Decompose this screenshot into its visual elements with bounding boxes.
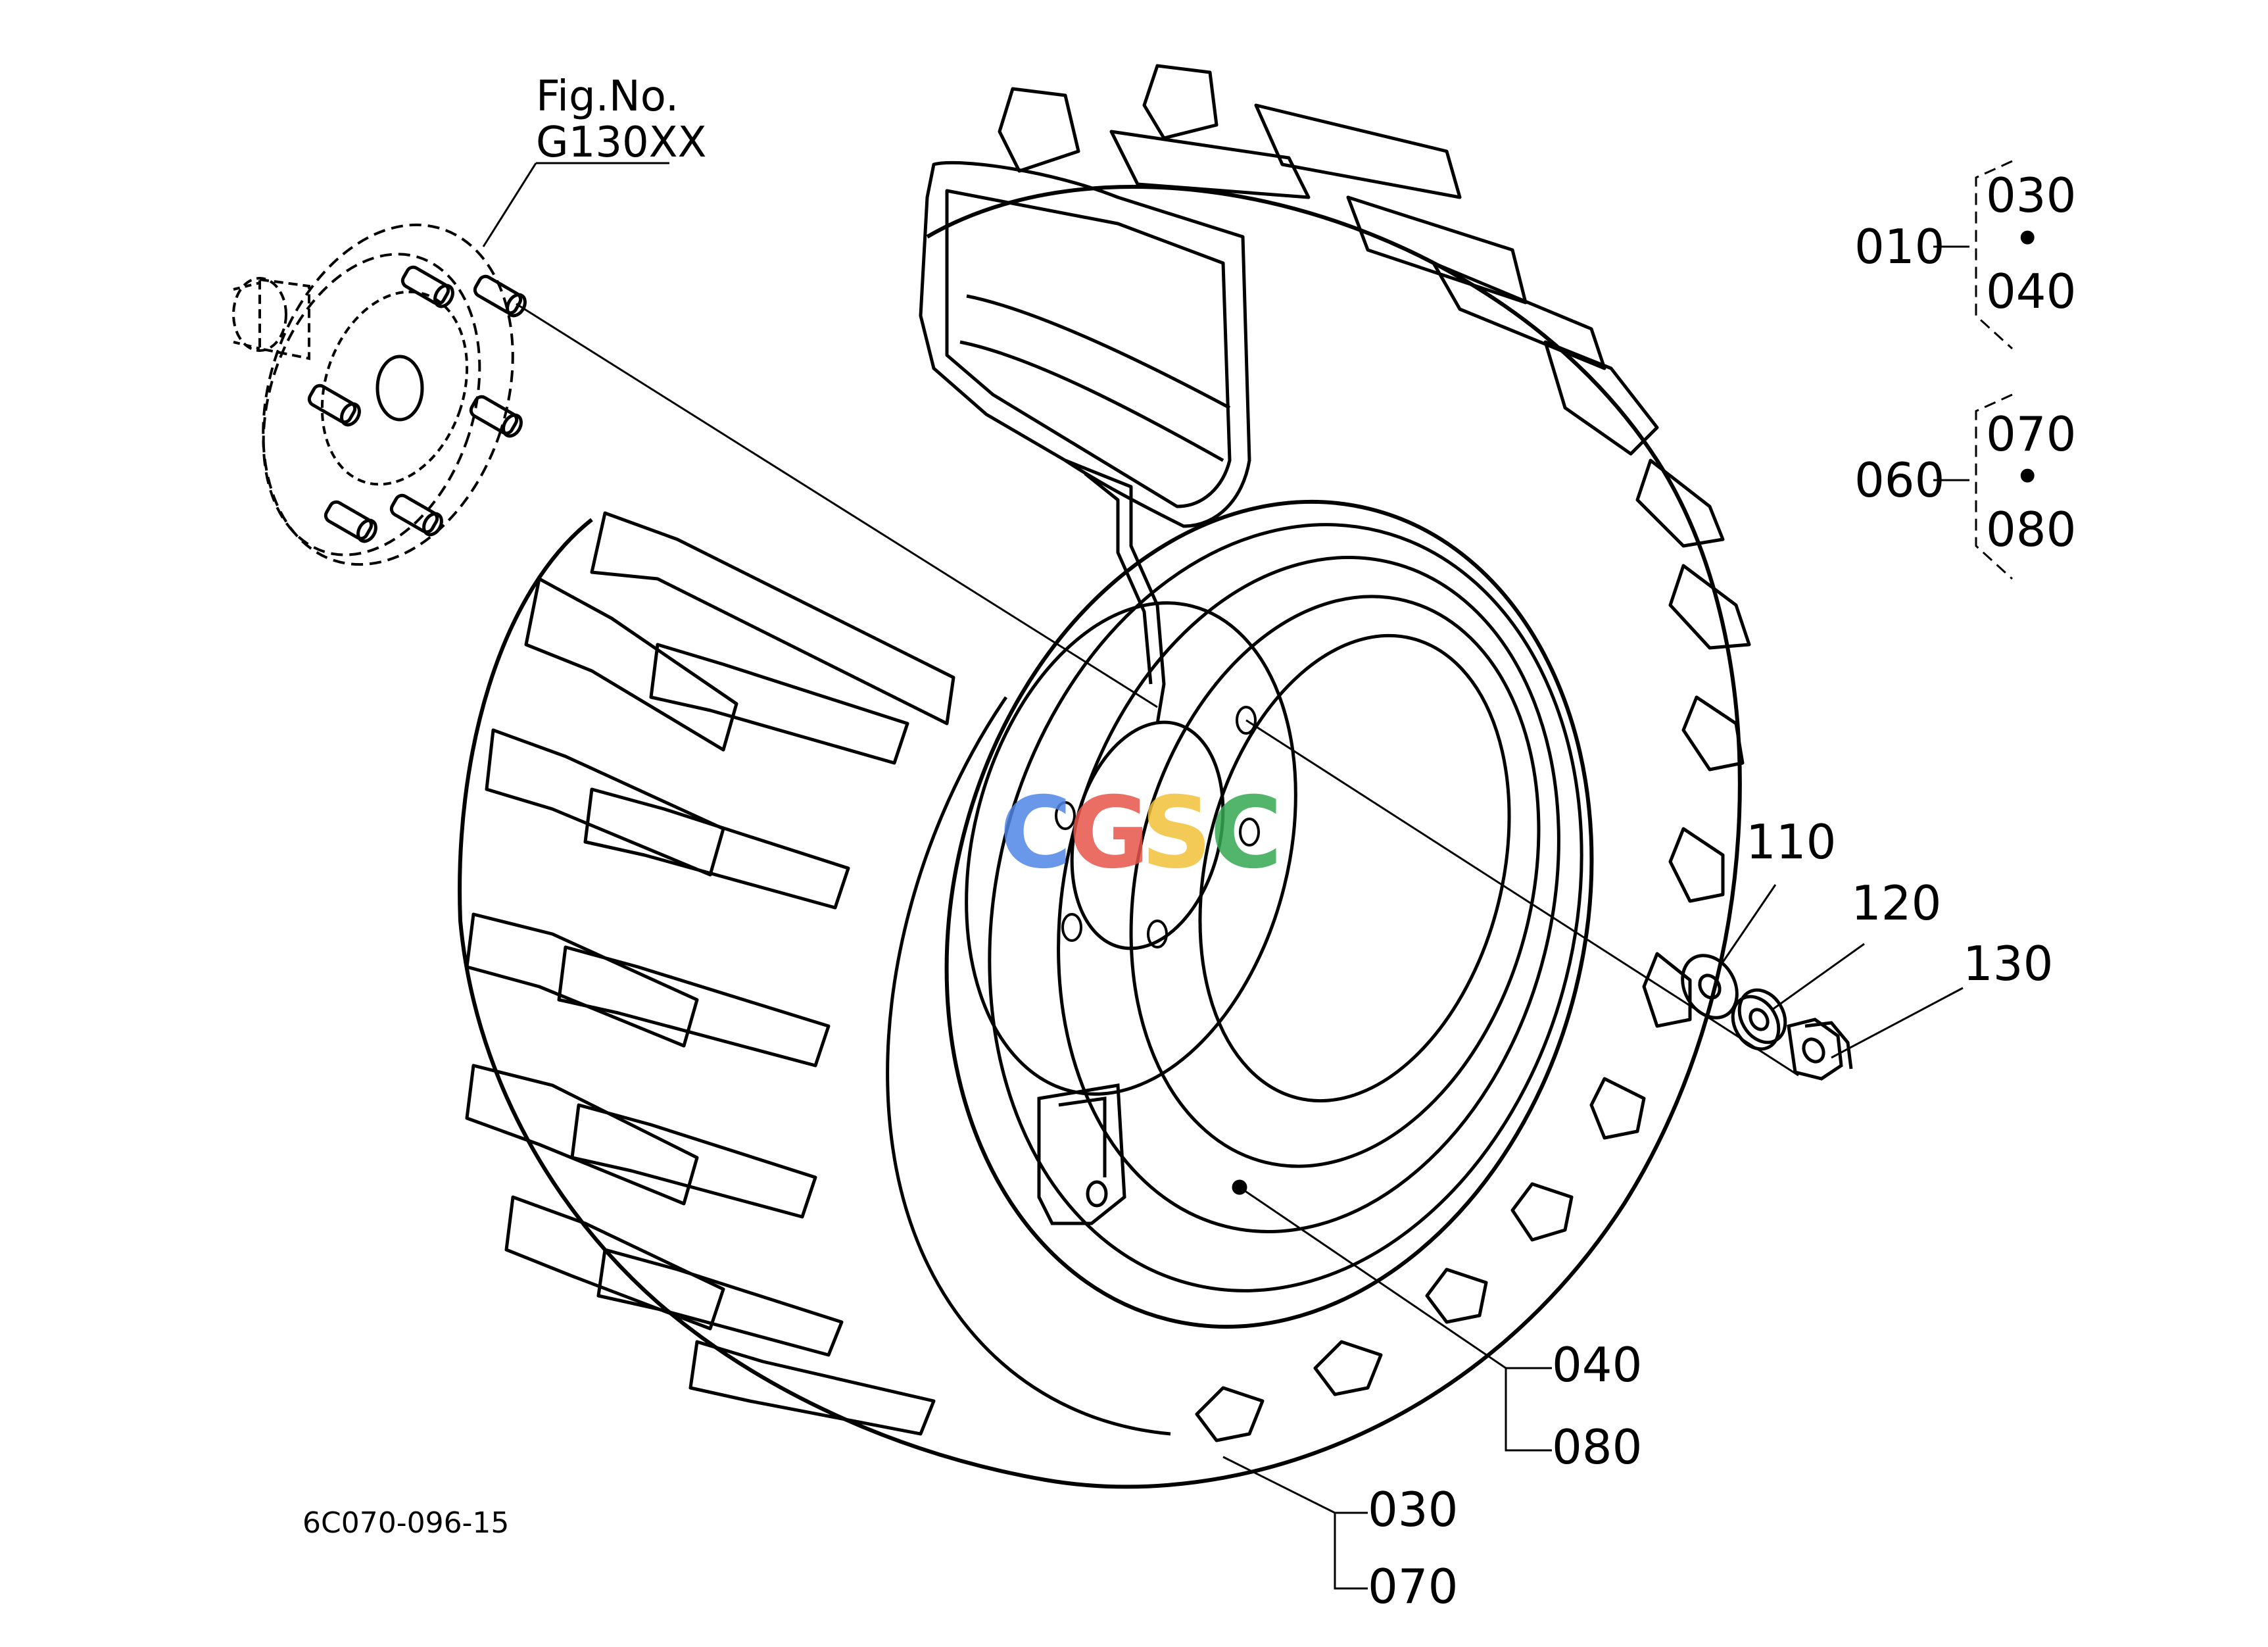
callout-rim-a: 040 (1552, 1337, 1642, 1392)
group-separator: • (2014, 449, 2041, 504)
group-child-label-070: 070 (1986, 406, 2076, 462)
callout-washer: 110 (1746, 814, 1836, 870)
callout-leaders (1222, 160, 2014, 1590)
axle-hub-reference (232, 223, 527, 566)
watermark-letter: S (1141, 776, 1212, 891)
figure-reference-label: Fig.No. (536, 72, 679, 121)
tire-cross-section (919, 160, 1251, 724)
callout-spring-washer: 120 (1851, 875, 1941, 931)
watermark-logo: C G S C (1000, 776, 1282, 891)
stud-alignment-line (516, 303, 1158, 708)
drawing-code: 6C070-096-15 (302, 1506, 509, 1540)
group-child-label-040: 040 (1986, 264, 2076, 319)
wheel-stud-group (307, 265, 527, 543)
watermark-letter: G (1069, 776, 1149, 891)
rim-bolt-holes (1055, 706, 1260, 948)
rim (944, 500, 1594, 1329)
group-parent-label-010: 010 (1854, 219, 1944, 274)
watermark-letter: C (1210, 776, 1282, 891)
tire (458, 64, 1751, 1489)
group-parent-label-060: 060 (1854, 453, 1944, 508)
group-child-label-080: 080 (1986, 502, 2076, 557)
washer (1681, 954, 1739, 1020)
figure-reference-leader (482, 162, 669, 247)
nut (1787, 1018, 1853, 1081)
group-separator: • (2014, 211, 2041, 266)
spring-washer (1731, 988, 1787, 1051)
callout-rim-b: 080 (1552, 1419, 1642, 1475)
callout-nut: 130 (1963, 936, 2053, 991)
figure-reference-code: G130XX (536, 118, 706, 167)
group-child-label-030: 030 (1986, 168, 2076, 223)
callout-tire-a: 030 (1368, 1482, 1458, 1537)
watermark-letter: C (1000, 776, 1072, 891)
callout-tire-b: 070 (1368, 1559, 1458, 1614)
